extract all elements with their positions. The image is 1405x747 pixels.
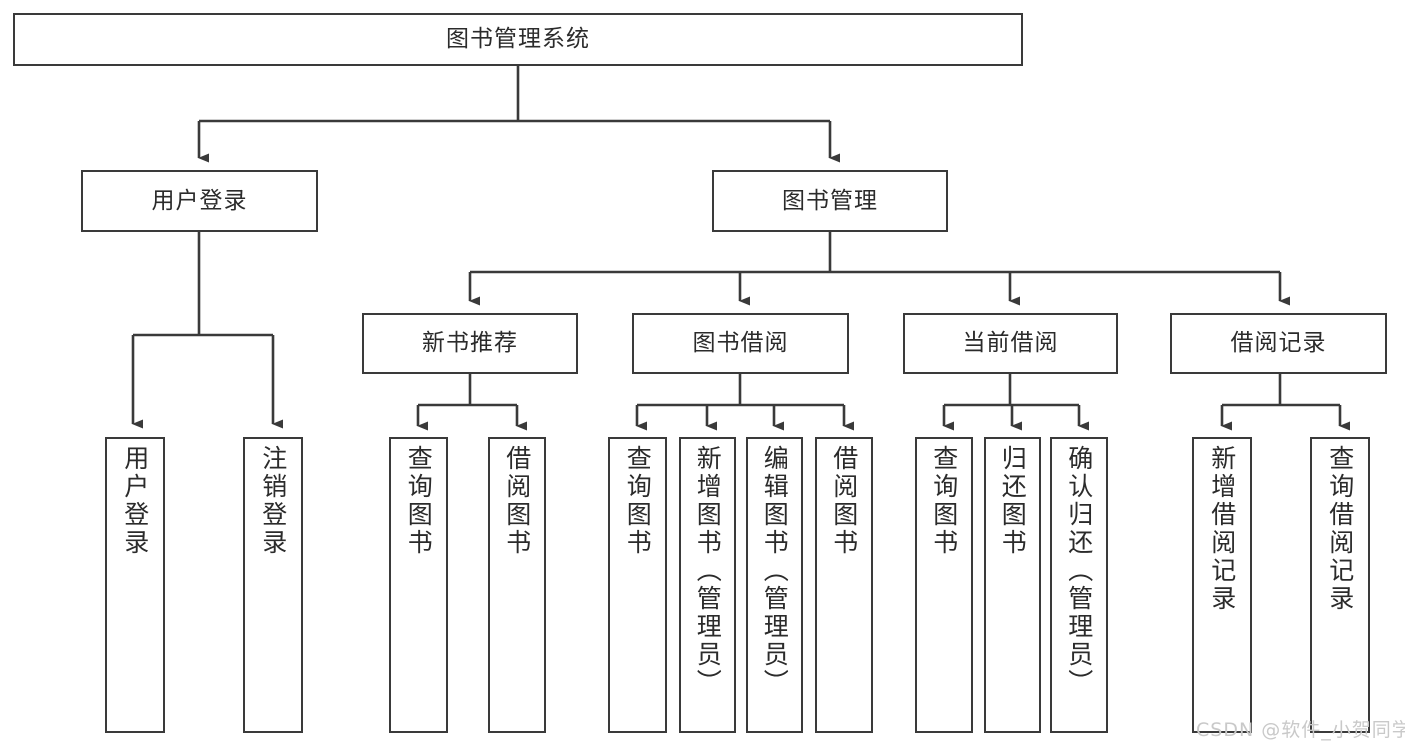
node-label: 图书借阅 <box>692 330 789 357</box>
node-leaf-add-book-admin[interactable]: 新增图书（管理员） <box>679 437 736 733</box>
node-label: 借阅图书 <box>502 445 532 557</box>
node-book-borrow[interactable]: 图书借阅 <box>632 313 849 374</box>
node-label: 借阅记录 <box>1230 330 1327 357</box>
node-leaf-query-borrow-record[interactable]: 查询借阅记录 <box>1310 437 1370 733</box>
node-leaf-return-book[interactable]: 归还图书 <box>984 437 1041 733</box>
node-leaf-borrow-book-1[interactable]: 借阅图书 <box>488 437 546 733</box>
node-label: 图书管理系统 <box>446 26 590 53</box>
node-label: 新增图书（管理员） <box>693 445 723 697</box>
node-user-login[interactable]: 用户登录 <box>81 170 318 232</box>
node-label: 查询图书 <box>623 445 653 557</box>
node-label: 新书推荐 <box>422 330 518 357</box>
node-borrow-record[interactable]: 借阅记录 <box>1170 313 1387 374</box>
node-label: 注销登录 <box>258 445 288 557</box>
node-leaf-borrow-book-2[interactable]: 借阅图书 <box>815 437 873 733</box>
node-label: 编辑图书（管理员） <box>760 445 790 697</box>
node-leaf-user-login[interactable]: 用户登录 <box>105 437 165 733</box>
node-leaf-query-book-2[interactable]: 查询图书 <box>608 437 667 733</box>
node-leaf-edit-book-admin[interactable]: 编辑图书（管理员） <box>746 437 803 733</box>
node-label: 查询借阅记录 <box>1325 445 1355 613</box>
node-label: 确认归还（管理员） <box>1064 445 1094 697</box>
node-label: 图书管理 <box>782 187 878 214</box>
node-leaf-logout-login[interactable]: 注销登录 <box>243 437 303 733</box>
csdn-watermark: CSDN @软件_小贺同学 <box>1196 719 1405 741</box>
node-label: 查询图书 <box>404 445 434 557</box>
node-label: 查询图书 <box>929 445 959 557</box>
node-book-management-system[interactable]: 图书管理系统 <box>13 13 1023 66</box>
node-leaf-add-borrow-record[interactable]: 新增借阅记录 <box>1192 437 1252 733</box>
node-label: 用户登录 <box>120 445 150 557</box>
node-book-management[interactable]: 图书管理 <box>712 170 948 232</box>
node-label: 当前借阅 <box>962 330 1059 357</box>
node-current-borrow[interactable]: 当前借阅 <box>903 313 1118 374</box>
node-leaf-query-book-3[interactable]: 查询图书 <box>915 437 973 733</box>
node-leaf-confirm-return-admin[interactable]: 确认归还（管理员） <box>1050 437 1108 733</box>
node-leaf-query-book-1[interactable]: 查询图书 <box>389 437 448 733</box>
node-label: 用户登录 <box>151 187 248 214</box>
node-label: 归还图书 <box>998 445 1028 557</box>
node-label: 新增借阅记录 <box>1207 445 1237 613</box>
node-new-book-recommend[interactable]: 新书推荐 <box>362 313 578 374</box>
node-label: 借阅图书 <box>829 445 859 557</box>
